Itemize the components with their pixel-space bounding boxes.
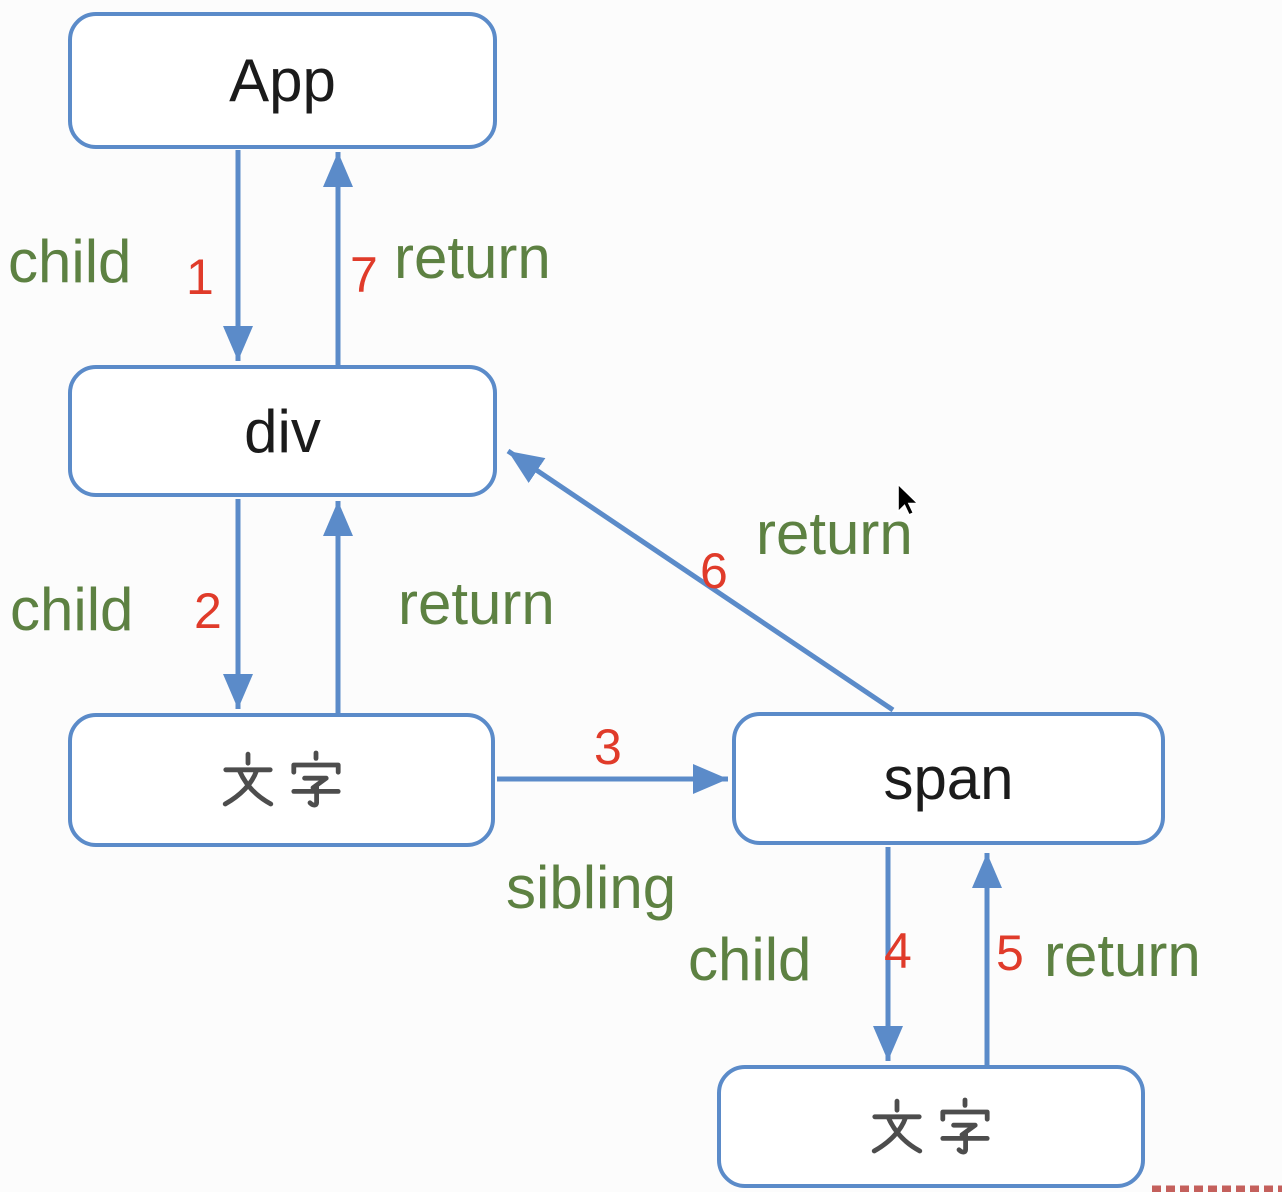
node-span: span: [732, 712, 1165, 845]
node-text-bottom-label: 文字: [931, 1126, 932, 1127]
edge-label-child-4: child: [688, 926, 812, 993]
edge-label-return-6: return: [756, 500, 913, 567]
node-span-label: span: [883, 745, 1014, 812]
node-app: App: [68, 12, 497, 149]
edge-step-3: 3: [594, 719, 622, 775]
edge-step-5: 5: [996, 925, 1024, 981]
cjk-wen-glyph-icon: [222, 751, 273, 807]
edge-label-return-left: return: [398, 570, 555, 637]
node-text-left: 文字: [68, 713, 495, 847]
edge-step-4: 4: [884, 923, 912, 979]
cjk-zi-glyph-icon: [940, 1097, 990, 1154]
edge-label-return-7: return: [394, 224, 551, 291]
cjk-wen-glyph-icon: [871, 1098, 923, 1153]
cjk-zi-glyph-icon: [290, 750, 341, 808]
node-div: div: [68, 365, 497, 497]
node-text-left-label: 文字: [281, 780, 282, 781]
edge-label-child-1: child: [8, 228, 132, 295]
node-text-bottom: 文字: [717, 1065, 1145, 1188]
edge-label-return-5: return: [1044, 922, 1201, 989]
edge-label-sibling: sibling: [506, 854, 677, 921]
edge-step-2: 2: [194, 583, 222, 639]
edge-step-7: 7: [350, 247, 378, 303]
edge-label-child-2: child: [10, 576, 134, 643]
node-app-label: App: [229, 47, 336, 114]
node-div-label: div: [244, 397, 321, 465]
edge-step-1: 1: [186, 249, 214, 305]
edge-step-6: 6: [700, 543, 728, 599]
